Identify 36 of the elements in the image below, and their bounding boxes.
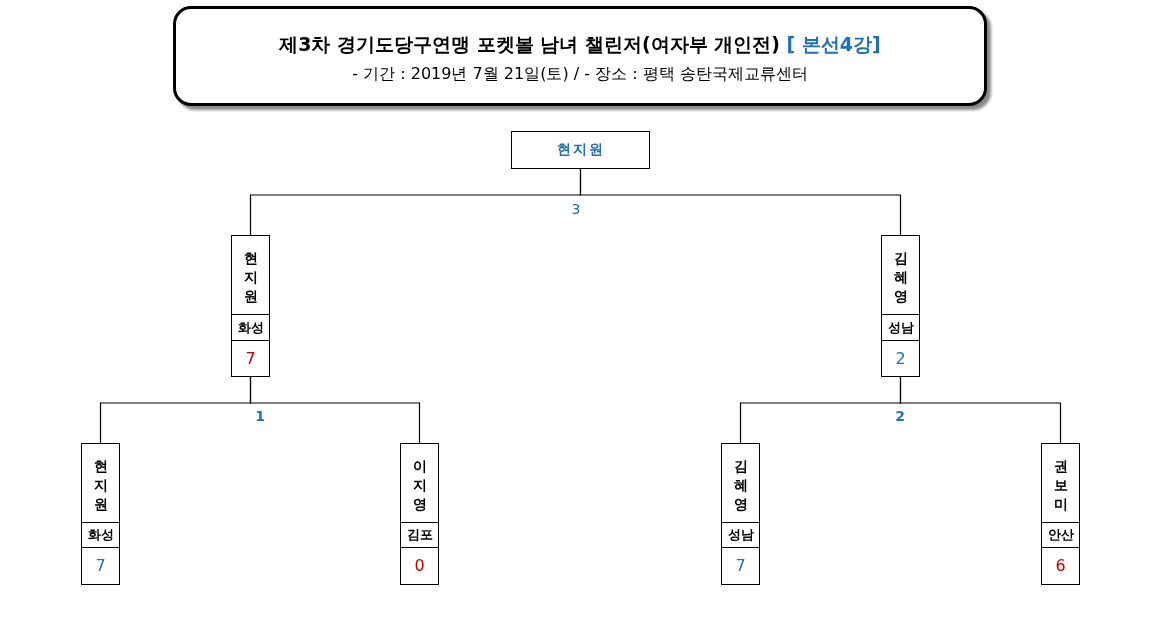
region-name: 화성 [82, 522, 119, 548]
title-box [173, 6, 987, 106]
score: 7 [734, 555, 747, 577]
title-text: 제3차 경기도당구연맹 포켓볼 남녀 챌린저(여자부 개인전) [279, 33, 780, 55]
score: 2 [894, 348, 907, 370]
region-name: 성남 [882, 314, 919, 341]
player-card [231, 235, 270, 377]
region-name: 안산 [1042, 522, 1079, 548]
bracket-line [899, 376, 1062, 444]
winner-box [511, 131, 650, 169]
bracket-line [249, 376, 421, 444]
region-name: 김포 [401, 522, 438, 548]
player-name: 권보미 [1052, 457, 1069, 514]
score: 7 [244, 348, 257, 370]
round-text: [ 본선4강] [786, 33, 881, 55]
player-name: 김혜영 [732, 457, 749, 514]
score: 7 [94, 555, 107, 577]
match-number: 2 [894, 407, 906, 425]
match-number: 1 [254, 407, 266, 425]
region-name: 화성 [232, 314, 269, 341]
player-card [1041, 443, 1080, 585]
event-info: - 기간 : 2019년 7월 21일(토) / - 장소 : 평택 송탄국제교류센터 [352, 64, 808, 83]
player-name: 현지원 [242, 249, 259, 306]
score: 0 [413, 555, 426, 577]
player-card [721, 443, 760, 585]
winner-name: 현지원 [556, 141, 605, 159]
score: 6 [1054, 555, 1067, 577]
player-card [81, 443, 120, 585]
player-name: 현지원 [92, 457, 109, 514]
player-name: 이지영 [411, 457, 428, 514]
match-number: 3 [570, 200, 582, 218]
player-card [400, 443, 439, 585]
region-name: 성남 [722, 522, 759, 548]
bracket-line [579, 168, 902, 236]
player-name: 김혜영 [892, 249, 909, 306]
player-card [881, 235, 920, 377]
